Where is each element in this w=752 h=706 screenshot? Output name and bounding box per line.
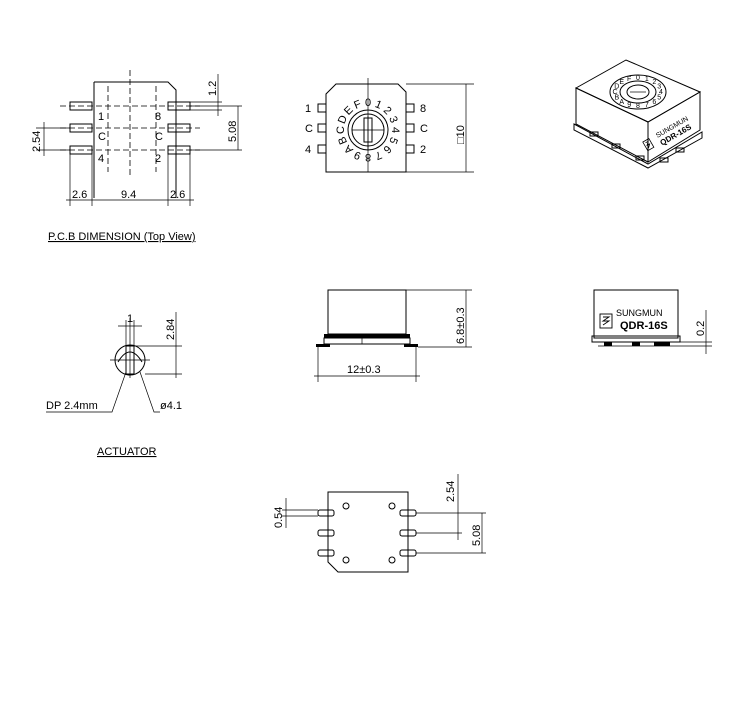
dial-char: 9 [353, 148, 363, 161]
side-logo-icon [599, 313, 613, 329]
pcb-dim-pitch: 2.54 [31, 131, 43, 152]
iso-dial-char: 3 [657, 84, 661, 91]
actuator-dim-slot: 1 [127, 313, 133, 325]
top-dim-size: □10 [455, 125, 467, 144]
pcb-dim-pad-width: 1.2 [207, 81, 219, 96]
dial-char: 4 [389, 127, 401, 133]
top-pin-1: 1 [305, 103, 311, 115]
pcb-pin-8: 8 [155, 111, 161, 123]
pcb-caption: P.C.B DIMENSION (Top View) [48, 231, 196, 243]
iso-dial-char: 9 [627, 102, 631, 109]
side-model: QDR-16S [620, 320, 668, 332]
iso-dial-char: 5 [657, 94, 661, 101]
dial-char: 6 [381, 143, 394, 156]
dial-char: C [335, 126, 347, 134]
switch-side-view-label: SUNGMUN QDR-16S 0.2 [591, 289, 712, 354]
pcb-dim-span: 5.08 [227, 121, 239, 142]
actuator-caption: ACTUATOR [97, 446, 157, 458]
pcb-pin-c-right: C [155, 131, 163, 143]
iso-dial-char: 7 [645, 102, 649, 109]
side-dim-width: 12±0.3 [347, 364, 381, 376]
top-pin-c-right: C [420, 123, 428, 135]
iso-dial-char: E [619, 79, 624, 86]
iso-dial-char: 2 [652, 79, 656, 86]
iso-dial-char: 4 [659, 89, 663, 96]
side-dim-height: 6.8±0.3 [455, 307, 467, 344]
pcb-dim-edge-left: 2.6 [72, 189, 87, 201]
pcb-pin-c-left: C [98, 131, 106, 143]
bottom-dim-span: 5.08 [471, 525, 483, 546]
iso-dial-char: B [614, 94, 619, 101]
iso-dial-char: 8 [636, 103, 640, 110]
actuator-dp-label: DP 2.4mm [46, 400, 98, 412]
switch-side-view: 6.8±0.3 12±0.3 [314, 289, 472, 382]
pcb-dim-edge-right: 2.6 [170, 189, 185, 201]
bottom-dim-pitch: 2.54 [445, 481, 457, 502]
iso-dial-char: 1 [645, 76, 649, 83]
iso-dial-char: 6 [652, 99, 656, 106]
iso-dial-char: D [614, 84, 619, 91]
side-dim-standoff: 0.2 [695, 321, 707, 336]
top-pin-c-left: C [305, 123, 313, 135]
dial-char: B [336, 135, 350, 146]
pcb-pin-1: 1 [98, 111, 104, 123]
dial-char: F [352, 98, 363, 112]
dial-char: 0 [365, 97, 371, 109]
dial-char: 7 [373, 148, 383, 161]
dial-char: 8 [365, 151, 371, 163]
switch-bottom-view: 0.54 2.54 5.08 [273, 474, 486, 573]
actuator-dia-label: ø4.1 [160, 400, 182, 412]
iso-dial-char: 0 [636, 75, 640, 82]
iso-dial-char: A [619, 99, 624, 106]
pcb-pin-2: 2 [155, 153, 161, 165]
actuator-view: 1 2.84 DP 2.4mm ø4.1 ACTUATOR [46, 312, 182, 458]
iso-dial-char: C [612, 89, 617, 96]
bottom-dim-thickness: 0.54 [273, 507, 285, 528]
actuator-dim-height: 2.84 [165, 319, 177, 340]
pcb-dim-center: 9.4 [121, 189, 136, 201]
dial-char: 5 [386, 135, 399, 145]
iso-logo-icon [642, 138, 655, 152]
pcb-pin-4: 4 [98, 153, 104, 165]
side-brand: SUNGMUN [616, 308, 663, 318]
top-pin-8: 8 [420, 103, 426, 115]
top-pin-2: 2 [420, 144, 426, 156]
dial-char: D [336, 114, 350, 126]
dial-char: 3 [386, 115, 399, 125]
top-pin-4: 4 [305, 144, 311, 156]
pcb-dimension-view: 1 C 4 8 C 2 2.54 5.08 1.2 2.6 9.4 2.6 P.… [31, 70, 242, 243]
dial-char: 1 [373, 98, 383, 111]
dial-char: 2 [381, 104, 394, 117]
iso-dial-char: F [627, 76, 631, 83]
